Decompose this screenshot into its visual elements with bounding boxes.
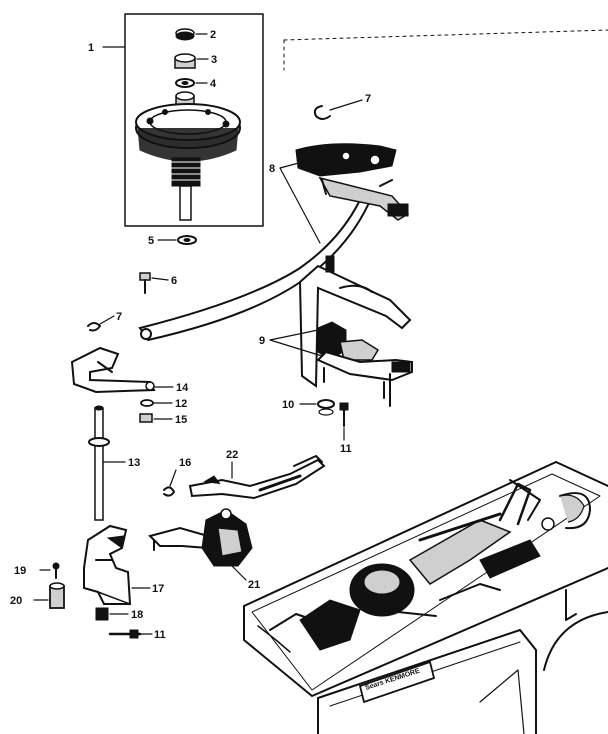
callout-17: 17 — [152, 583, 164, 595]
nut-15 — [139, 413, 153, 423]
washer-5 — [177, 235, 197, 245]
callout-21: 21 — [248, 579, 260, 591]
part-8-zigzag-arm — [138, 143, 410, 342]
callout-10: 10 — [282, 399, 294, 411]
callout-5: 5 — [148, 235, 154, 247]
screw-19 — [52, 562, 60, 579]
screw-11-right — [339, 402, 349, 427]
callout-6: 6 — [171, 275, 177, 287]
callout-22: 22 — [226, 449, 238, 461]
callout-11-lower: 11 — [154, 629, 166, 641]
part-13-shaft — [88, 405, 110, 521]
clip-7-top — [313, 105, 331, 120]
clip-7-left — [87, 322, 101, 332]
part-1-assembly-box — [124, 13, 264, 227]
washer-12 — [140, 399, 154, 407]
callout-13: 13 — [128, 457, 140, 469]
callout-9: 9 — [259, 335, 265, 347]
callout-18: 18 — [131, 609, 143, 621]
callout-20: 20 — [10, 595, 22, 607]
callout-8: 8 — [269, 163, 275, 175]
callout-19: 19 — [14, 565, 26, 577]
callout-12: 12 — [175, 398, 187, 410]
part-22-lever — [188, 455, 326, 500]
sewing-machine-body — [243, 29, 608, 734]
part-17-lower-bracket — [83, 524, 132, 605]
callout-15: 15 — [175, 414, 187, 426]
callout-3: 3 — [211, 54, 217, 66]
callout-2: 2 — [210, 29, 216, 41]
callout-4: 4 — [210, 78, 217, 90]
part-14-bracket-plate — [70, 346, 156, 394]
screw-11-lower — [108, 629, 142, 639]
part-21-cam-assembly — [148, 508, 253, 567]
callout-7-left: 7 — [116, 311, 122, 323]
stud-18 — [95, 607, 109, 621]
clip-16 — [163, 486, 175, 497]
callout-7-top: 7 — [365, 93, 371, 105]
screw-6 — [139, 272, 151, 294]
part-9-bracket-assembly — [298, 255, 413, 407]
callout-16: 16 — [179, 457, 191, 469]
washer-10 — [317, 399, 335, 416]
callout-1: 1 — [88, 42, 94, 54]
callout-14: 14 — [176, 382, 189, 394]
roller-20 — [49, 582, 65, 609]
callout-11-right: 11 — [340, 443, 352, 455]
